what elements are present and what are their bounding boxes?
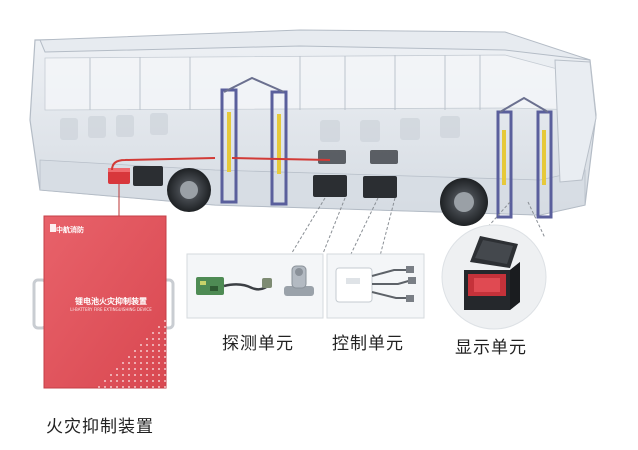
label-display-unit: 显示单元 [455, 338, 527, 358]
battery-pack-middle-right [363, 150, 398, 198]
signal-wire [111, 157, 331, 171]
detection-unit-box [186, 253, 324, 319]
rear-door [496, 96, 553, 219]
suppression-box-on-bus [108, 168, 130, 184]
front-wheel [167, 168, 211, 212]
label-fire-suppression-device: 火灾抑制装置 [46, 417, 154, 437]
display-unit [441, 224, 547, 330]
label-detection-unit: 探测单元 [222, 334, 294, 354]
front-door [220, 76, 288, 206]
rear-wheel [440, 178, 488, 226]
device-subtitle-text: LI-BATTERY FIRE EXTINGUISHING DEVICE [70, 307, 152, 312]
fire-suppression-device [32, 215, 175, 389]
control-unit-box [326, 253, 425, 319]
device-title-text: 锂电池火灾抑制装置 [75, 297, 147, 306]
battery-pack-front [133, 166, 163, 186]
device-brand-text: 中航消防 [56, 226, 84, 234]
label-control-unit: 控制单元 [332, 334, 404, 354]
